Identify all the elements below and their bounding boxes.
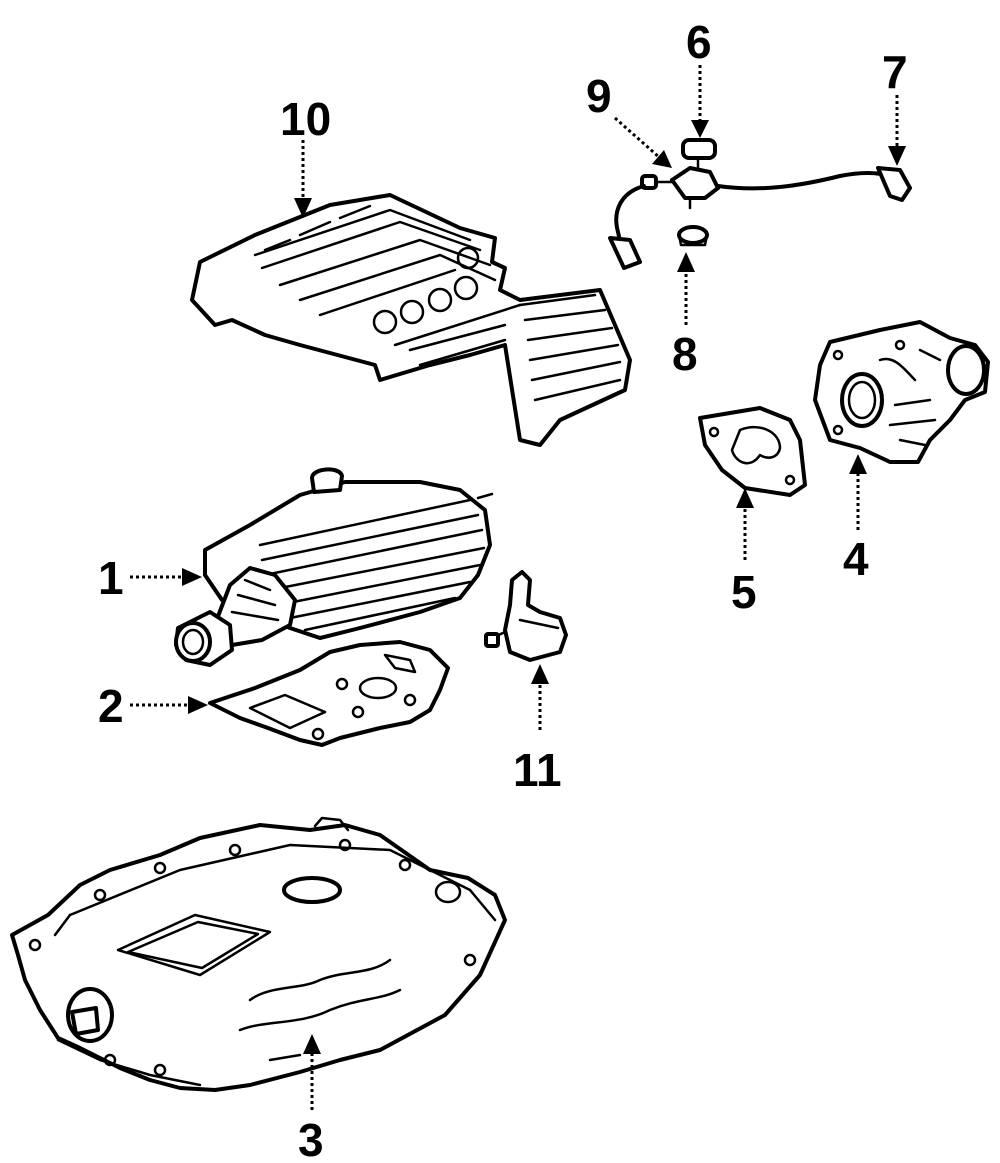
part-10-engine-cover	[190, 193, 632, 447]
callout-10: 10	[280, 93, 331, 145]
part-4-throttle-body	[813, 320, 990, 464]
callout-5: 5	[731, 566, 757, 618]
callout-6: 6	[686, 16, 712, 68]
part-1-supercharger	[174, 467, 494, 667]
callout-4: 4	[843, 533, 869, 585]
leader-7	[888, 95, 906, 166]
leader-10	[294, 140, 312, 218]
part-3-intake-manifold	[10, 816, 507, 1092]
part-2-gasket	[208, 640, 450, 747]
leader-8	[677, 252, 695, 325]
leader-2	[130, 696, 208, 714]
part-6-cap	[681, 138, 717, 172]
leader-5	[736, 488, 754, 560]
part-7-hose-right	[716, 166, 912, 202]
callout-1: 1	[98, 552, 124, 604]
callout-7: 7	[882, 46, 908, 98]
leader-3	[303, 1034, 321, 1110]
part-9-hose-left	[608, 184, 646, 270]
part-11-sensor	[484, 570, 568, 662]
part-9-vacuum-fitting	[640, 166, 720, 210]
leader-4	[849, 454, 867, 530]
callout-9: 9	[586, 70, 612, 122]
callout-2: 2	[98, 680, 124, 732]
part-5-gasket	[698, 406, 807, 497]
leader-6	[691, 65, 709, 138]
callout-11: 11	[513, 744, 562, 796]
leader-1	[130, 568, 202, 586]
leader-9	[614, 116, 672, 168]
leader-11	[531, 664, 549, 730]
part-8-grommet	[677, 225, 709, 247]
callout-3: 3	[298, 1114, 324, 1163]
callout-8: 8	[672, 328, 698, 380]
